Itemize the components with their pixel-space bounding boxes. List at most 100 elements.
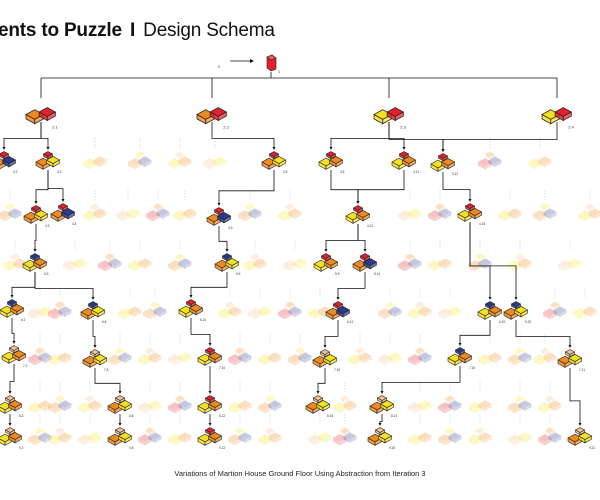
faded-variation [478,352,502,366]
figure-caption: Variations of Martion House Ground Floor… [174,469,426,478]
variation-node-8-2: 8.2 [0,395,24,418]
variation-node-7-15: 7.15 [312,349,340,372]
connector-arrowhead [402,147,406,150]
variation-node-3-8: 3.8 [318,151,345,174]
node-label: 4.9 [228,226,233,230]
variation-node-8-21: 8.21 [369,395,397,418]
variation-node-9-16: 9.16 [367,427,395,450]
start-arrowhead [250,59,254,63]
connector-arrowhead [2,147,6,150]
faded-variation [408,400,432,414]
node-label: 6.14 [347,320,353,324]
variation-node-8-8: 8.8 [107,395,134,418]
faded-variation [168,151,192,170]
node-label: 7.3 [23,364,28,368]
faded-variation [468,253,492,272]
title-separator: I [129,20,136,41]
variation-node-7-3: 7.3 [1,345,28,368]
node-label: 9.8 [129,446,134,450]
node-label: 2.1 [52,124,58,129]
faded-variation [258,352,282,366]
node-label: 5.9 [335,272,340,276]
faded-variation [543,301,567,320]
faded-variation [438,427,462,446]
connector-line [324,320,339,346]
node-label: 6.2 [21,318,26,322]
faded-variation [288,347,312,366]
start-sequence: 0 1 [218,54,281,74]
connector-line [34,272,94,298]
root-fanout [40,72,558,98]
connector-arrowhead [118,423,122,426]
variation-node-2-2: 2.2 [196,107,230,129]
connector-line [388,122,444,150]
faded-variation [408,347,432,366]
variation-node-6-19: 6.19 [477,301,505,324]
connector-line [3,122,42,148]
connector-line [47,170,64,200]
node-label: 6.19 [499,320,505,324]
connector-arrowhead [8,423,12,426]
variation-node-8-15: 8.15 [305,395,333,418]
connector-arrowhead [323,345,327,348]
faded-variation [478,151,502,170]
connector-line [325,224,359,250]
faded-variation [203,156,227,170]
variation-node-3-3: 3.3 [35,151,62,174]
connector-arrowhead [208,391,212,394]
faded-variation [538,427,562,446]
connector-arrowhead [33,249,37,252]
faded-variation [578,203,600,222]
variation-node-9-8: 9.8 [107,427,134,450]
faded-variation [528,156,552,170]
variation-node-3-11: 3.11 [391,151,419,174]
connector-arrowhead [189,295,193,298]
variation-node-5-6: 5.6 [214,253,241,276]
variation-node-5-9: 5.9 [313,253,340,276]
faded-variation [428,258,452,272]
faded-variation [168,352,192,366]
node-label: 7.16 [469,366,475,370]
faded-variation [468,427,492,446]
connector-arrowhead [488,297,492,300]
variation-node-7-8: 7.8 [82,349,109,372]
faded-variation [258,427,282,446]
faded-variation [258,395,282,414]
connector-line [381,366,461,392]
faded-variation [218,301,242,320]
faded-variation [508,432,532,446]
node-label: 7.15 [334,368,340,372]
connector-arrowhead [8,391,12,394]
node-label: 3.8 [340,170,345,174]
node-label: 6.8 [102,320,107,324]
variation-node-2-3: 2.3 [373,107,407,129]
connector-line [35,170,49,202]
variation-node-9-21: 9.21 [567,427,595,450]
connector-line [442,122,558,150]
node-label: 7.10 [219,366,225,370]
connector-arrowhead [34,201,38,204]
connector-arrowhead [578,423,582,426]
connector-line [190,318,211,344]
connector-arrowhead [378,423,382,426]
variation-node-6-20: 6.20 [503,301,531,324]
variation-node-6-2: 6.2 [0,299,26,322]
faded-variation [238,203,262,222]
faded-variation [228,400,252,414]
faded-variation [378,352,402,366]
connector-line [11,318,15,342]
faded-variation [438,306,462,320]
connector-line [515,320,571,346]
title-regular-part: Design Schema [143,20,275,41]
node-label: 2.2 [223,124,229,129]
node-label: 2.4 [568,124,574,129]
faded-variation [138,400,162,414]
node-label: 3.2 [13,170,18,174]
faded-variation [78,432,102,446]
faded-variation [108,347,132,366]
connector-arrowhead [514,297,518,300]
faded-variation [128,151,152,170]
variation-node-5-3: 5.3 [22,253,49,276]
connector-arrowhead [272,147,276,150]
